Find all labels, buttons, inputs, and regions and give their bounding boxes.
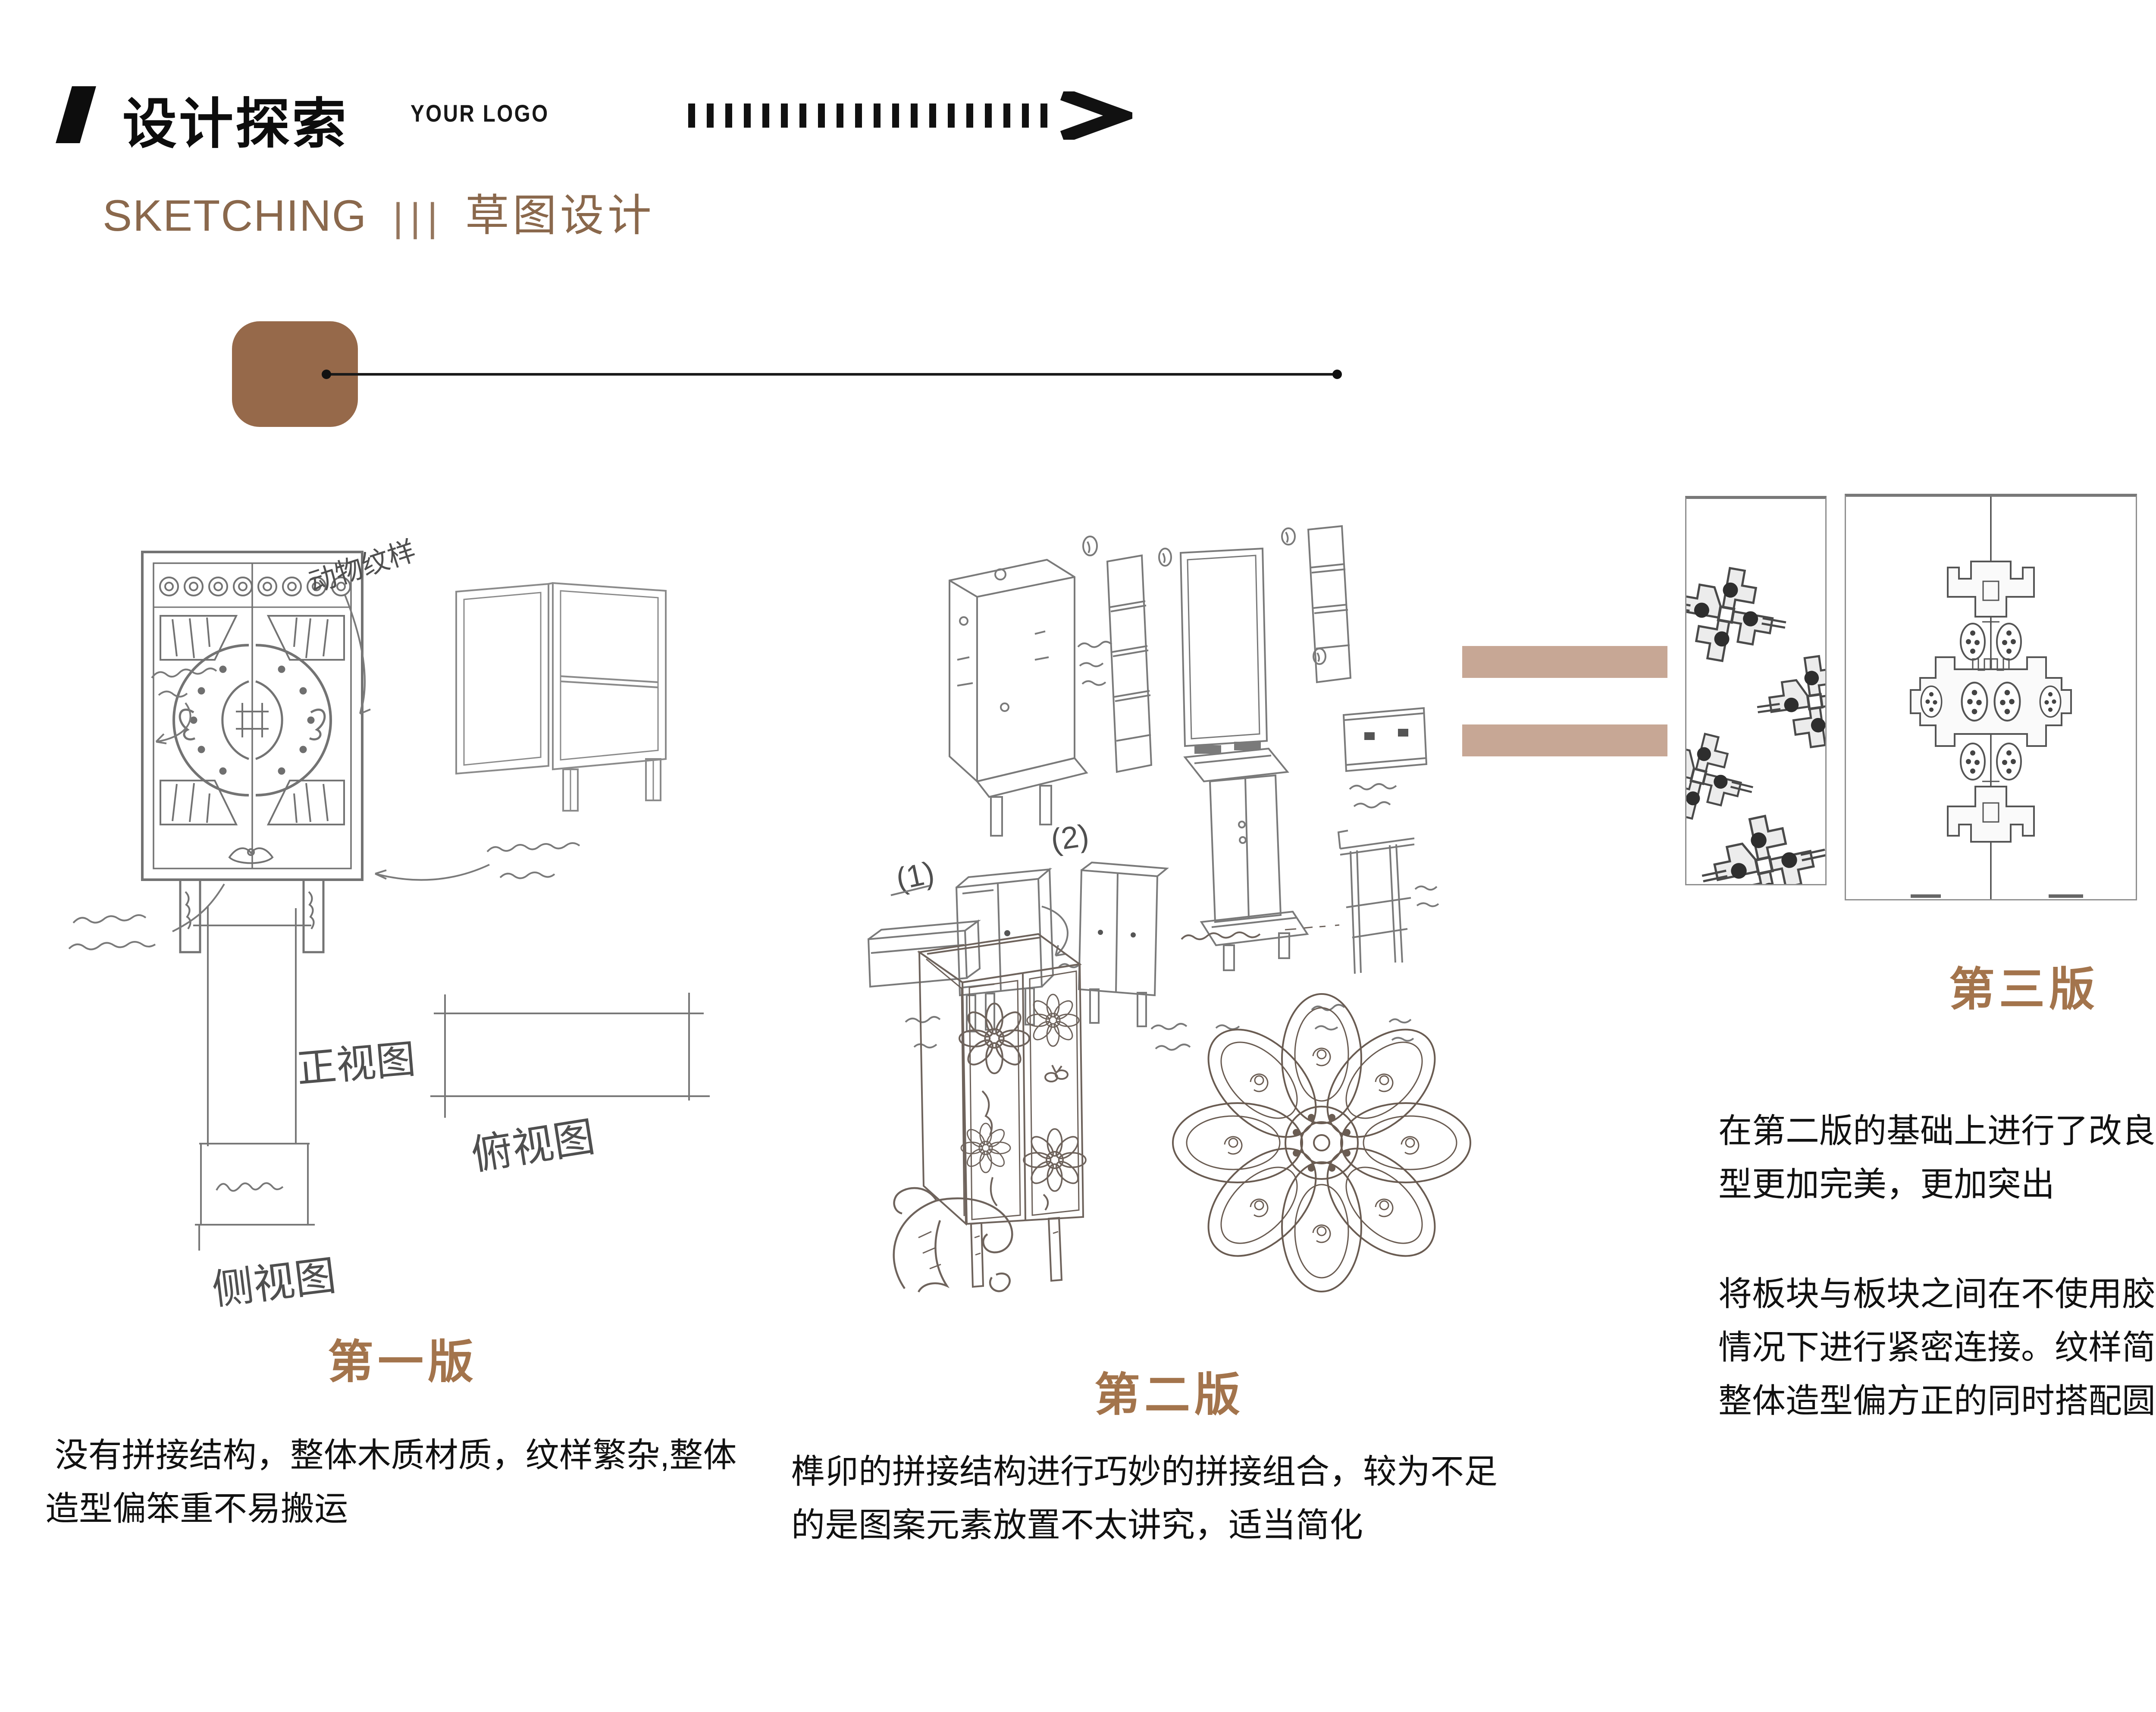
subtitle-zh: 草图设计 xyxy=(465,191,655,240)
page-title: 设计探索 xyxy=(122,94,348,154)
version3-panel-left xyxy=(1685,496,1827,885)
timeline-dot-end xyxy=(1332,370,1342,379)
version3-panel-center xyxy=(1845,494,2137,900)
title-slash-mark xyxy=(56,86,96,143)
annotation-num2: (2) xyxy=(1049,818,1091,857)
sketch-cabinet-open-3d xyxy=(455,582,667,812)
timeline-line xyxy=(328,373,1337,376)
sketch-flower-pattern xyxy=(1172,993,1471,1292)
sketch-scroll-ornament xyxy=(893,1187,1013,1293)
handwriting-scribble xyxy=(68,914,156,950)
sketch-top-view: 俯视图 xyxy=(430,993,710,1179)
equals-bar-bottom xyxy=(1462,724,1667,756)
version1-label: 第一版 xyxy=(328,1337,478,1388)
subtitle-divider: ||| xyxy=(393,195,445,239)
version3-description: 在第二版的基础上进行了改良调整，整体造型更加完美，更加突出 将板块与板块之间在不… xyxy=(1718,1104,2156,1483)
sketch-exploded-parts: (1) (2) xyxy=(867,525,1439,1051)
sketch-decorated-cabinet xyxy=(917,924,1340,1288)
version1-description: 没有拼接结构，整体木质材质，纹样繁杂,整体造型偏笨重不易搬运 xyxy=(45,1436,737,1527)
handwriting-scribble xyxy=(1349,783,1397,809)
sketch-cabinet-front-view xyxy=(141,551,364,953)
panel-center-ornament xyxy=(1910,497,2083,899)
version3-label: 第三版 xyxy=(1949,964,2099,1015)
handwriting-scribble xyxy=(151,668,217,698)
annotation-top-view: 俯视图 xyxy=(468,1113,598,1179)
sketch1-annotations: 动物纹样 正视图 xyxy=(68,535,580,1091)
version2-description: 榫卯的拼接结构进行巧妙的拼接组合，较为不足的是图案元素放置不太讲究，适当简化 xyxy=(791,1452,1498,1544)
handwriting-scribble xyxy=(1181,931,1261,941)
version3-paragraph-1: 在第二版的基础上进行了改良调整，整体造型更加完美，更加突出 xyxy=(1718,1112,2156,1203)
sketch-version-2: (1) (2) xyxy=(867,525,1471,1293)
handwriting-scribble xyxy=(1150,1023,1240,1051)
handwriting-scribble xyxy=(905,1016,941,1049)
handwriting-scribble xyxy=(1388,1018,1414,1042)
version2-label: 第二版 xyxy=(1094,1370,1244,1420)
version3-paragraph-2: 将板块与板块之间在不使用胶水、螺丝钉的情况下进行紧密连接。纹样简约而不简单，整体… xyxy=(1718,1275,2156,1420)
logo-text: YOUR LOGO xyxy=(411,100,549,127)
annotation-side-view: 侧视图 xyxy=(210,1252,338,1313)
subtitle: SKETCHING ||| 草图设计 xyxy=(103,180,655,244)
annotation-num1: (1) xyxy=(893,855,937,897)
sketch-version-1: 动物纹样 正视图 侧视图 俯视图 xyxy=(68,535,710,1314)
handwriting-scribble xyxy=(1311,1004,1345,1031)
handwriting-scribble xyxy=(1077,641,1112,686)
subtitle-en: SKETCHING xyxy=(103,191,367,240)
panel-left-motifs xyxy=(1686,499,1825,884)
handwriting-scribble xyxy=(486,842,580,879)
dotted-arrow-icon xyxy=(688,91,1132,140)
handwriting-scribble xyxy=(1414,885,1439,907)
equals-bar-top xyxy=(1462,646,1667,678)
annotation-front-view: 正视图 xyxy=(295,1037,417,1091)
timeline-dot-start xyxy=(322,370,331,379)
sketch-side-view: 侧视图 xyxy=(193,906,338,1314)
